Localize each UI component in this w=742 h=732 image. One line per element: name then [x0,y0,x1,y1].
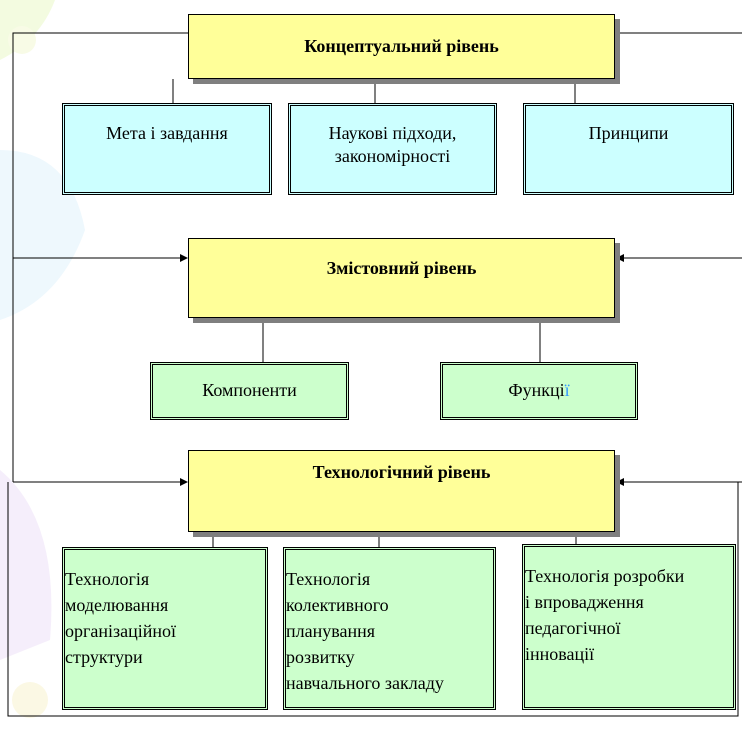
components-label: Компоненти [202,380,297,401]
innovation-line-2: і впровадження [525,592,644,613]
conceptual-level-box: Концептуальний рівень [188,14,615,79]
approaches-box: Наукові підходи, закономірності [288,103,497,195]
innovation-line-3: педагогічної [525,618,621,639]
modeling-line-2: моделювання [65,595,169,616]
principles-box: Принципи [523,103,734,195]
functions-label-accent: ї [564,380,570,401]
frame-bottom [7,482,739,717]
planning-line-5: навчального закладу [286,673,444,694]
content-level-box: Змістовний рівень [188,238,615,318]
principles-label: Принципи [588,123,669,143]
content-level-label: Змістовний рівень [326,258,477,278]
modeling-line-1: Технологія [65,569,150,589]
modeling-box: Технологія моделювання організаційної ст… [62,547,268,710]
planning-line-1: Технологія [286,569,371,589]
technological-level-label: Технологічний рівень [312,462,491,482]
functions-label-stem: Функці [508,380,565,401]
planning-line-3: планування [286,621,376,642]
planning-line-2: колективного [286,595,389,616]
modeling-line-4: структури [65,647,143,668]
functions-box: Функції [440,362,638,420]
modeling-line-3: організаційної [65,621,177,642]
innovation-line-1: Технологія розробки [525,566,685,586]
planning-line-4: розвитку [286,647,355,668]
goal-label: Мета і завдання [106,123,228,143]
planning-box: Технологія колективного планування розви… [283,547,496,710]
conceptual-level-label: Концептуальний рівень [304,35,499,56]
approaches-line-2: закономірності [334,146,451,167]
technological-level-box: Технологічний рівень [188,450,615,532]
components-box: Компоненти [150,362,349,420]
frame-left-top [12,32,188,482]
functions-label: Функції [508,379,569,402]
goal-box: Мета і завдання [62,103,272,195]
innovation-line-4: інновації [525,644,595,665]
innovation-box: Технологія розробки і впровадження педаг… [522,544,736,710]
approaches-line-1: Наукові підходи, [328,123,457,143]
